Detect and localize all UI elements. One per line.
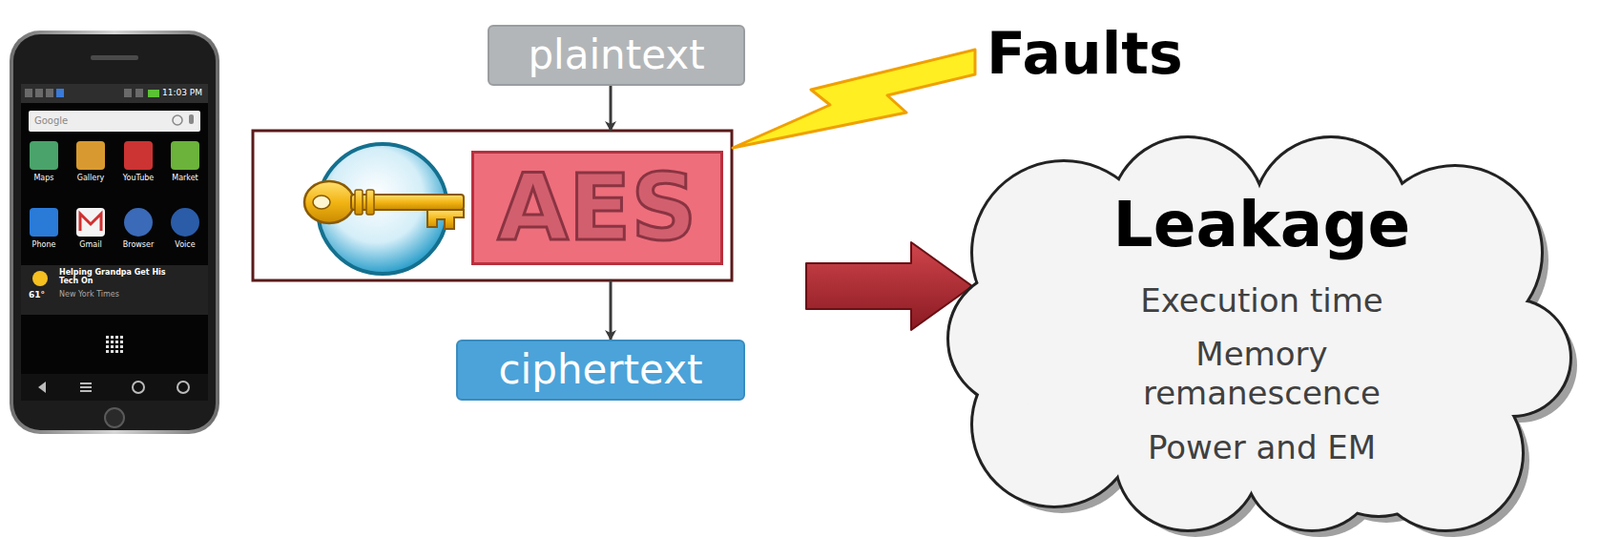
cloud-layer — [949, 138, 1570, 530]
app-label: Browser — [115, 241, 162, 250]
leakage-item: Power and EM — [1147, 428, 1376, 468]
flow-arrow — [609, 280, 613, 340]
cloud-part — [949, 271, 1083, 406]
news-headline: Helping Grandpa Get His Tech On — [59, 268, 174, 286]
app-label: Gallery — [67, 174, 114, 184]
flow-arrow — [609, 85, 613, 131]
node-text: plaintext — [527, 33, 705, 78]
cloud-heading: Leakage — [1113, 190, 1412, 261]
leakage-cloud: LeakageExecution timeMemory remanescence… — [949, 138, 1575, 533]
news-source: New York Times — [59, 290, 120, 300]
cloud-part — [949, 271, 1083, 406]
app-label: Maps — [20, 174, 67, 184]
leakage-item: Memory remanescence — [1128, 334, 1396, 414]
leak-arrow — [806, 242, 973, 331]
app-label: Market — [162, 174, 208, 184]
fault-label: Faults — [986, 20, 1184, 87]
app-label: YouTube — [115, 174, 162, 184]
status-time: 11:03 PM — [162, 88, 203, 99]
aes-frame — [252, 130, 732, 281]
cipher-box: AES — [471, 150, 724, 266]
key-icon — [304, 144, 464, 274]
node-text: ciphertext — [498, 348, 703, 393]
search-hint: Google — [34, 115, 68, 126]
app-label: Phone — [20, 241, 67, 250]
app-label: Voice — [162, 241, 208, 250]
leakage-item: Execution time — [1140, 281, 1383, 321]
output-box: ciphertext — [456, 339, 746, 401]
phone-illustration — [9, 30, 220, 435]
app-label: Gmail — [67, 241, 114, 250]
weather-temp: 61° — [28, 290, 45, 301]
cloud-layer — [949, 138, 1570, 530]
node-text: AES — [497, 162, 697, 254]
lightning-bolt — [732, 49, 976, 148]
input-box: plaintext — [487, 24, 746, 86]
